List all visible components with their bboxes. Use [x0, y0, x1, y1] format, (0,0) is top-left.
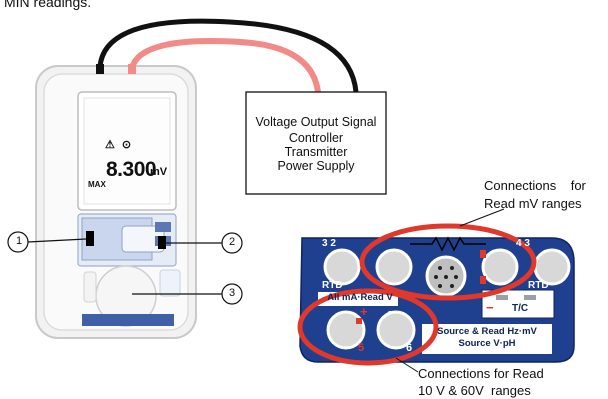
callout-2-label: 2 — [228, 236, 236, 248]
read-v-highlight — [297, 288, 439, 366]
display-status-icons: ⚠ ⊙ — [105, 139, 134, 151]
pink-test-lead — [129, 38, 321, 95]
black-test-lead — [97, 18, 359, 95]
callout-3-circle — [221, 283, 243, 305]
read-v-label-line2: 10 V & 60V ranges — [418, 383, 531, 398]
box-line-controller: Controller — [288, 131, 344, 145]
terminal-source-v-ph: Source V·pH — [458, 338, 516, 349]
box-line-transmitter: Transmitter — [284, 145, 348, 159]
box-line-voltage-output: Voltage Output Signal — [255, 115, 377, 129]
left-black-block — [86, 231, 94, 246]
read-v-label-line1: Connections for Read — [418, 366, 544, 381]
handheld-calibrator — [35, 64, 197, 339]
box-line-power-supply: Power Supply — [277, 159, 355, 173]
external-device-box — [245, 91, 387, 195]
callout-2-circle — [221, 232, 243, 254]
callout-1-label: 1 — [15, 235, 23, 247]
terminal-top-left-rtd: RTD — [322, 280, 343, 291]
tc-minus-sign: − — [486, 300, 494, 315]
callout-1-circle — [7, 231, 29, 253]
terminal-all-ma-read-v: All mA·Read V — [327, 292, 393, 303]
header-fragment: MIN readings. — [4, 0, 92, 10]
terminal-number-6: 6 — [406, 342, 413, 354]
read-mv-label-line1: Connections for — [484, 178, 586, 193]
read-mv-highlight — [359, 223, 537, 301]
display-reading-unit: mV — [150, 166, 168, 178]
terminal-top-left-numbers: 3 2 — [322, 238, 336, 249]
tc-label: T/C — [512, 303, 529, 314]
terminal-source-read-hz-mv: Source & Read Hz·mV — [437, 326, 537, 337]
display-mode-label: MAX — [88, 180, 106, 189]
right-black-block — [158, 236, 166, 249]
terminal-top-right-rtd: RTD — [528, 280, 549, 291]
callout-3-label: 3 — [228, 287, 236, 299]
terminal-number-5: 5 — [358, 342, 365, 354]
display-reading-value: 8.300 — [106, 158, 157, 181]
read-mv-label-line2: Read mV ranges — [484, 196, 582, 211]
terminal-plus-sign: + — [360, 304, 368, 319]
terminal-minus-sign: − — [388, 304, 396, 319]
terminal-top-right-numbers: 4 3 — [516, 238, 530, 249]
terminal-panel — [299, 236, 575, 363]
